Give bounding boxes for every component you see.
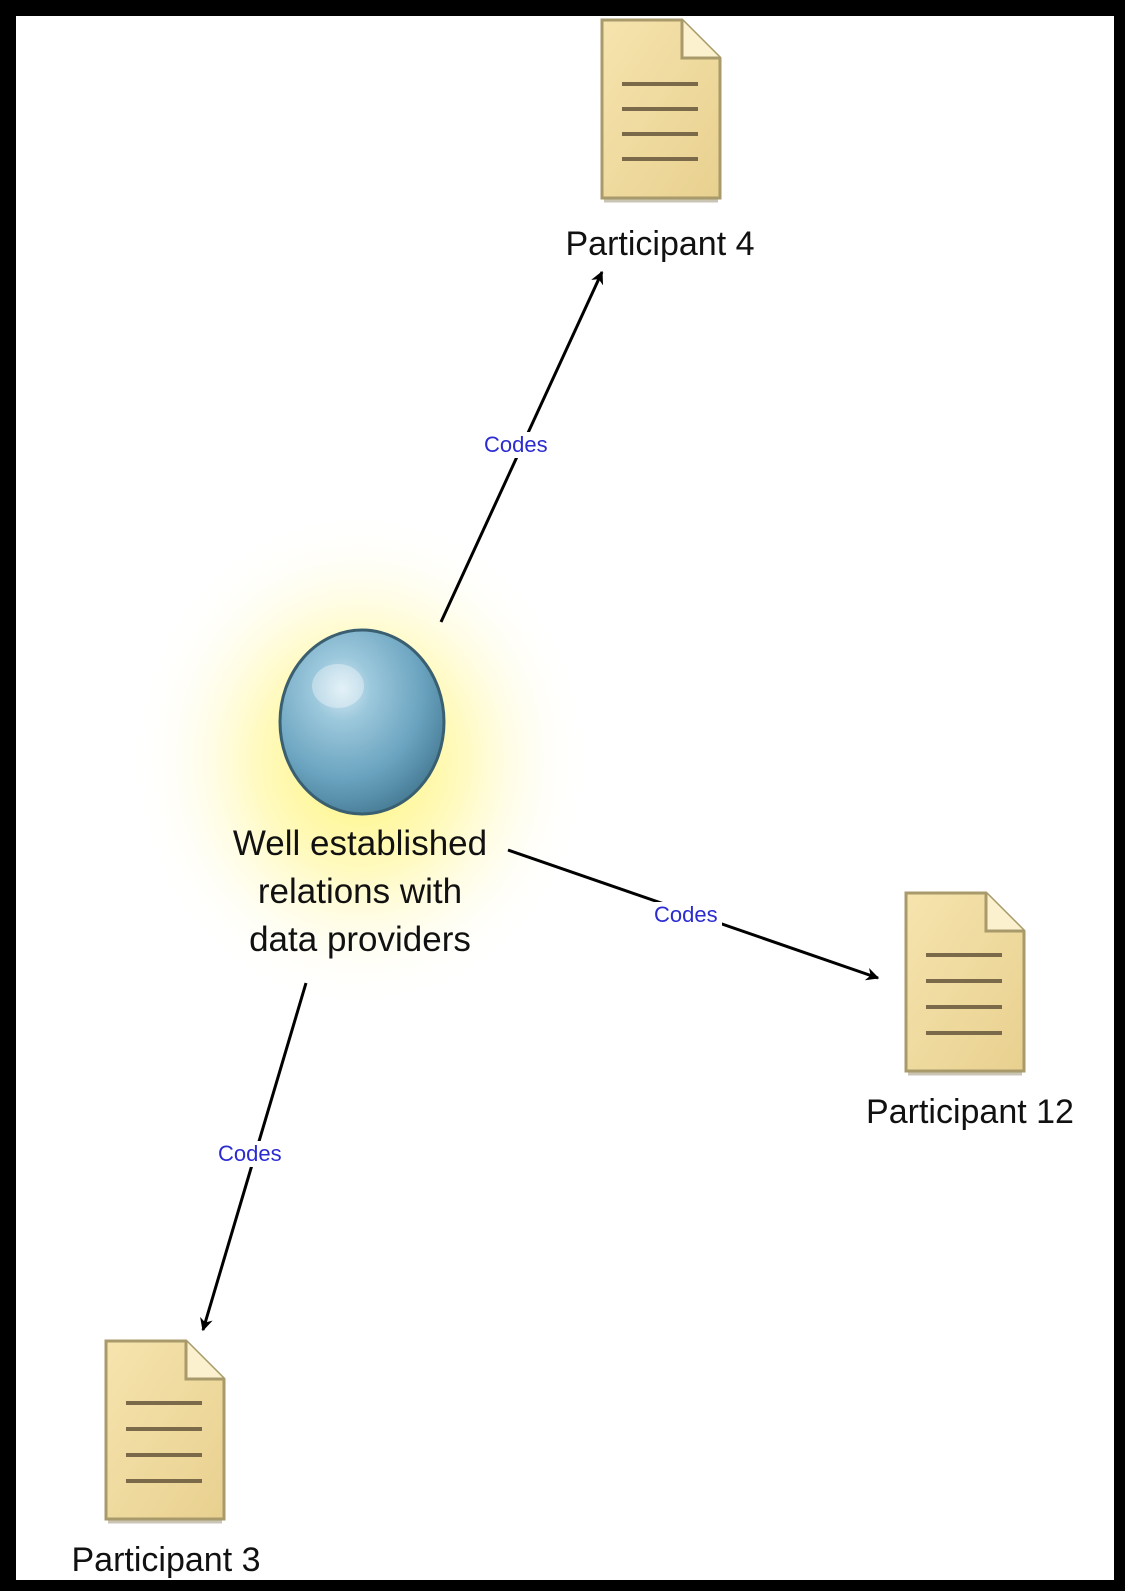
center-node-label[interactable]: Well established relations with data pro… <box>180 820 540 964</box>
edge-label: Codes <box>214 1141 286 1167</box>
participant-label[interactable]: Participant 3 <box>71 1541 261 1579</box>
edge-label: Codes <box>650 902 722 928</box>
document-icon[interactable] <box>600 18 722 203</box>
participant-label[interactable]: Participant 4 <box>565 225 755 263</box>
edge-label: Codes <box>480 432 552 458</box>
sphere-icon[interactable] <box>278 628 446 816</box>
participant-label[interactable]: Participant 12 <box>866 1093 1074 1131</box>
document-icon[interactable] <box>904 891 1026 1076</box>
document-icon[interactable] <box>104 1339 226 1524</box>
center-label-line: Well established <box>232 824 488 863</box>
center-label-line: relations with <box>257 872 463 911</box>
center-label-line: data providers <box>249 920 471 959</box>
